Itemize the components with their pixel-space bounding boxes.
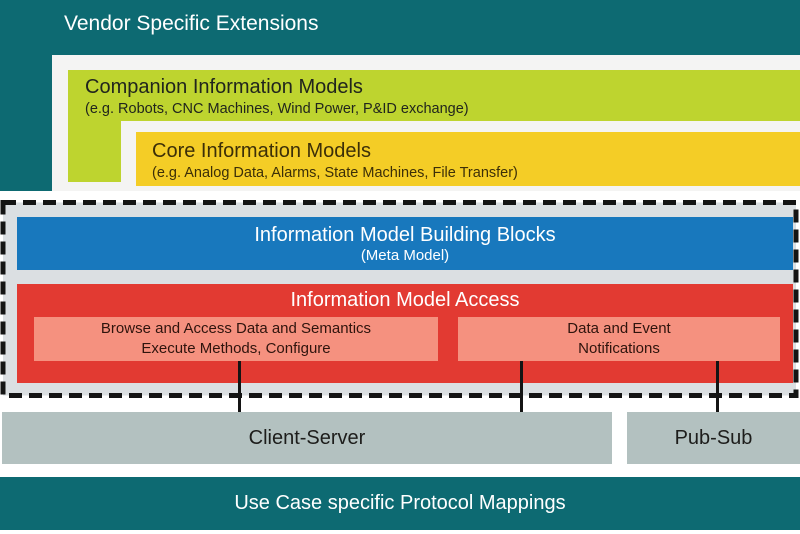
core-models-title: Core Information Models — [152, 140, 371, 162]
companion-models-subtitle: (e.g. Robots, CNC Machines, Wind Power, … — [85, 101, 469, 117]
core-models-layer — [136, 132, 800, 186]
building-blocks-subtitle: (Meta Model) — [360, 246, 450, 264]
data-event-notifications-box: Data and Event Notifications — [458, 317, 780, 361]
browse-access-line2: Execute Methods, Configure — [141, 340, 331, 357]
client-server-label: Client-Server — [248, 426, 366, 449]
pub-sub-box: Pub-Sub — [627, 412, 800, 464]
companion-models-title: Companion Information Models — [85, 76, 363, 98]
building-blocks-title: Information Model Building Blocks — [254, 223, 556, 246]
protocol-mappings-bar: Use Case specific Protocol Mappings — [0, 477, 800, 530]
protocol-mappings-label: Use Case specific Protocol Mappings — [234, 492, 566, 514]
connector-browse-to-client-server — [238, 361, 241, 414]
browse-access-line1: Browse and Access Data and Semantics — [100, 320, 372, 337]
building-blocks-box: Information Model Building Blocks (Meta … — [17, 217, 793, 270]
browse-access-box: Browse and Access Data and Semantics Exe… — [34, 317, 438, 361]
vendor-extensions-label: Vendor Specific Extensions — [64, 12, 319, 35]
notifications-line2: Notifications — [578, 340, 660, 357]
client-server-box: Client-Server — [2, 412, 612, 464]
pub-sub-label: Pub-Sub — [674, 426, 753, 449]
model-access-title: Information Model Access — [290, 289, 520, 311]
connector-notifications-to-pub-sub — [716, 361, 719, 414]
core-models-subtitle: (e.g. Analog Data, Alarms, State Machine… — [152, 165, 518, 181]
notifications-line1: Data and Event — [567, 320, 671, 337]
connector-notifications-to-client-server — [520, 361, 523, 414]
